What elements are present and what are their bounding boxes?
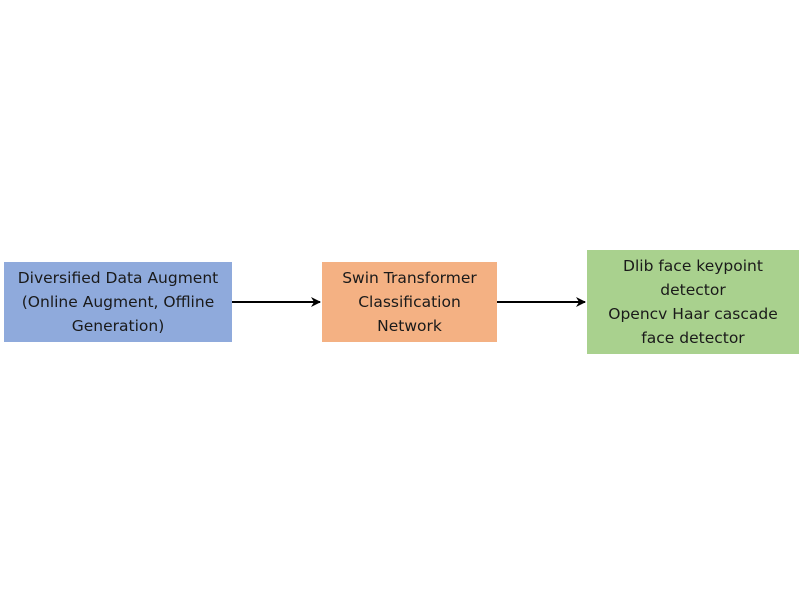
node-label-line: Generation): [71, 317, 165, 335]
node-label-line: detector: [660, 281, 726, 299]
node-label-line: Classification: [358, 293, 461, 311]
node-label-line: Opencv Haar cascade: [608, 305, 778, 323]
node-swin-transformer: Swin Transformer Classification Network: [322, 262, 497, 342]
node-diversified-data-augment: Diversified Data Augment (Online Augment…: [4, 262, 232, 342]
node-label-line: Dlib face keypoint: [623, 257, 763, 275]
node-label-line: (Online Augment, Offline: [21, 293, 215, 311]
node-label-line: face detector: [641, 329, 745, 347]
node-label-line: Diversified Data Augment: [17, 269, 219, 287]
node-label-line: Network: [377, 317, 442, 335]
node-face-detector: Dlib face keypoint detector Opencv Haar …: [587, 250, 799, 354]
node-label-line: Swin Transformer: [342, 269, 477, 287]
